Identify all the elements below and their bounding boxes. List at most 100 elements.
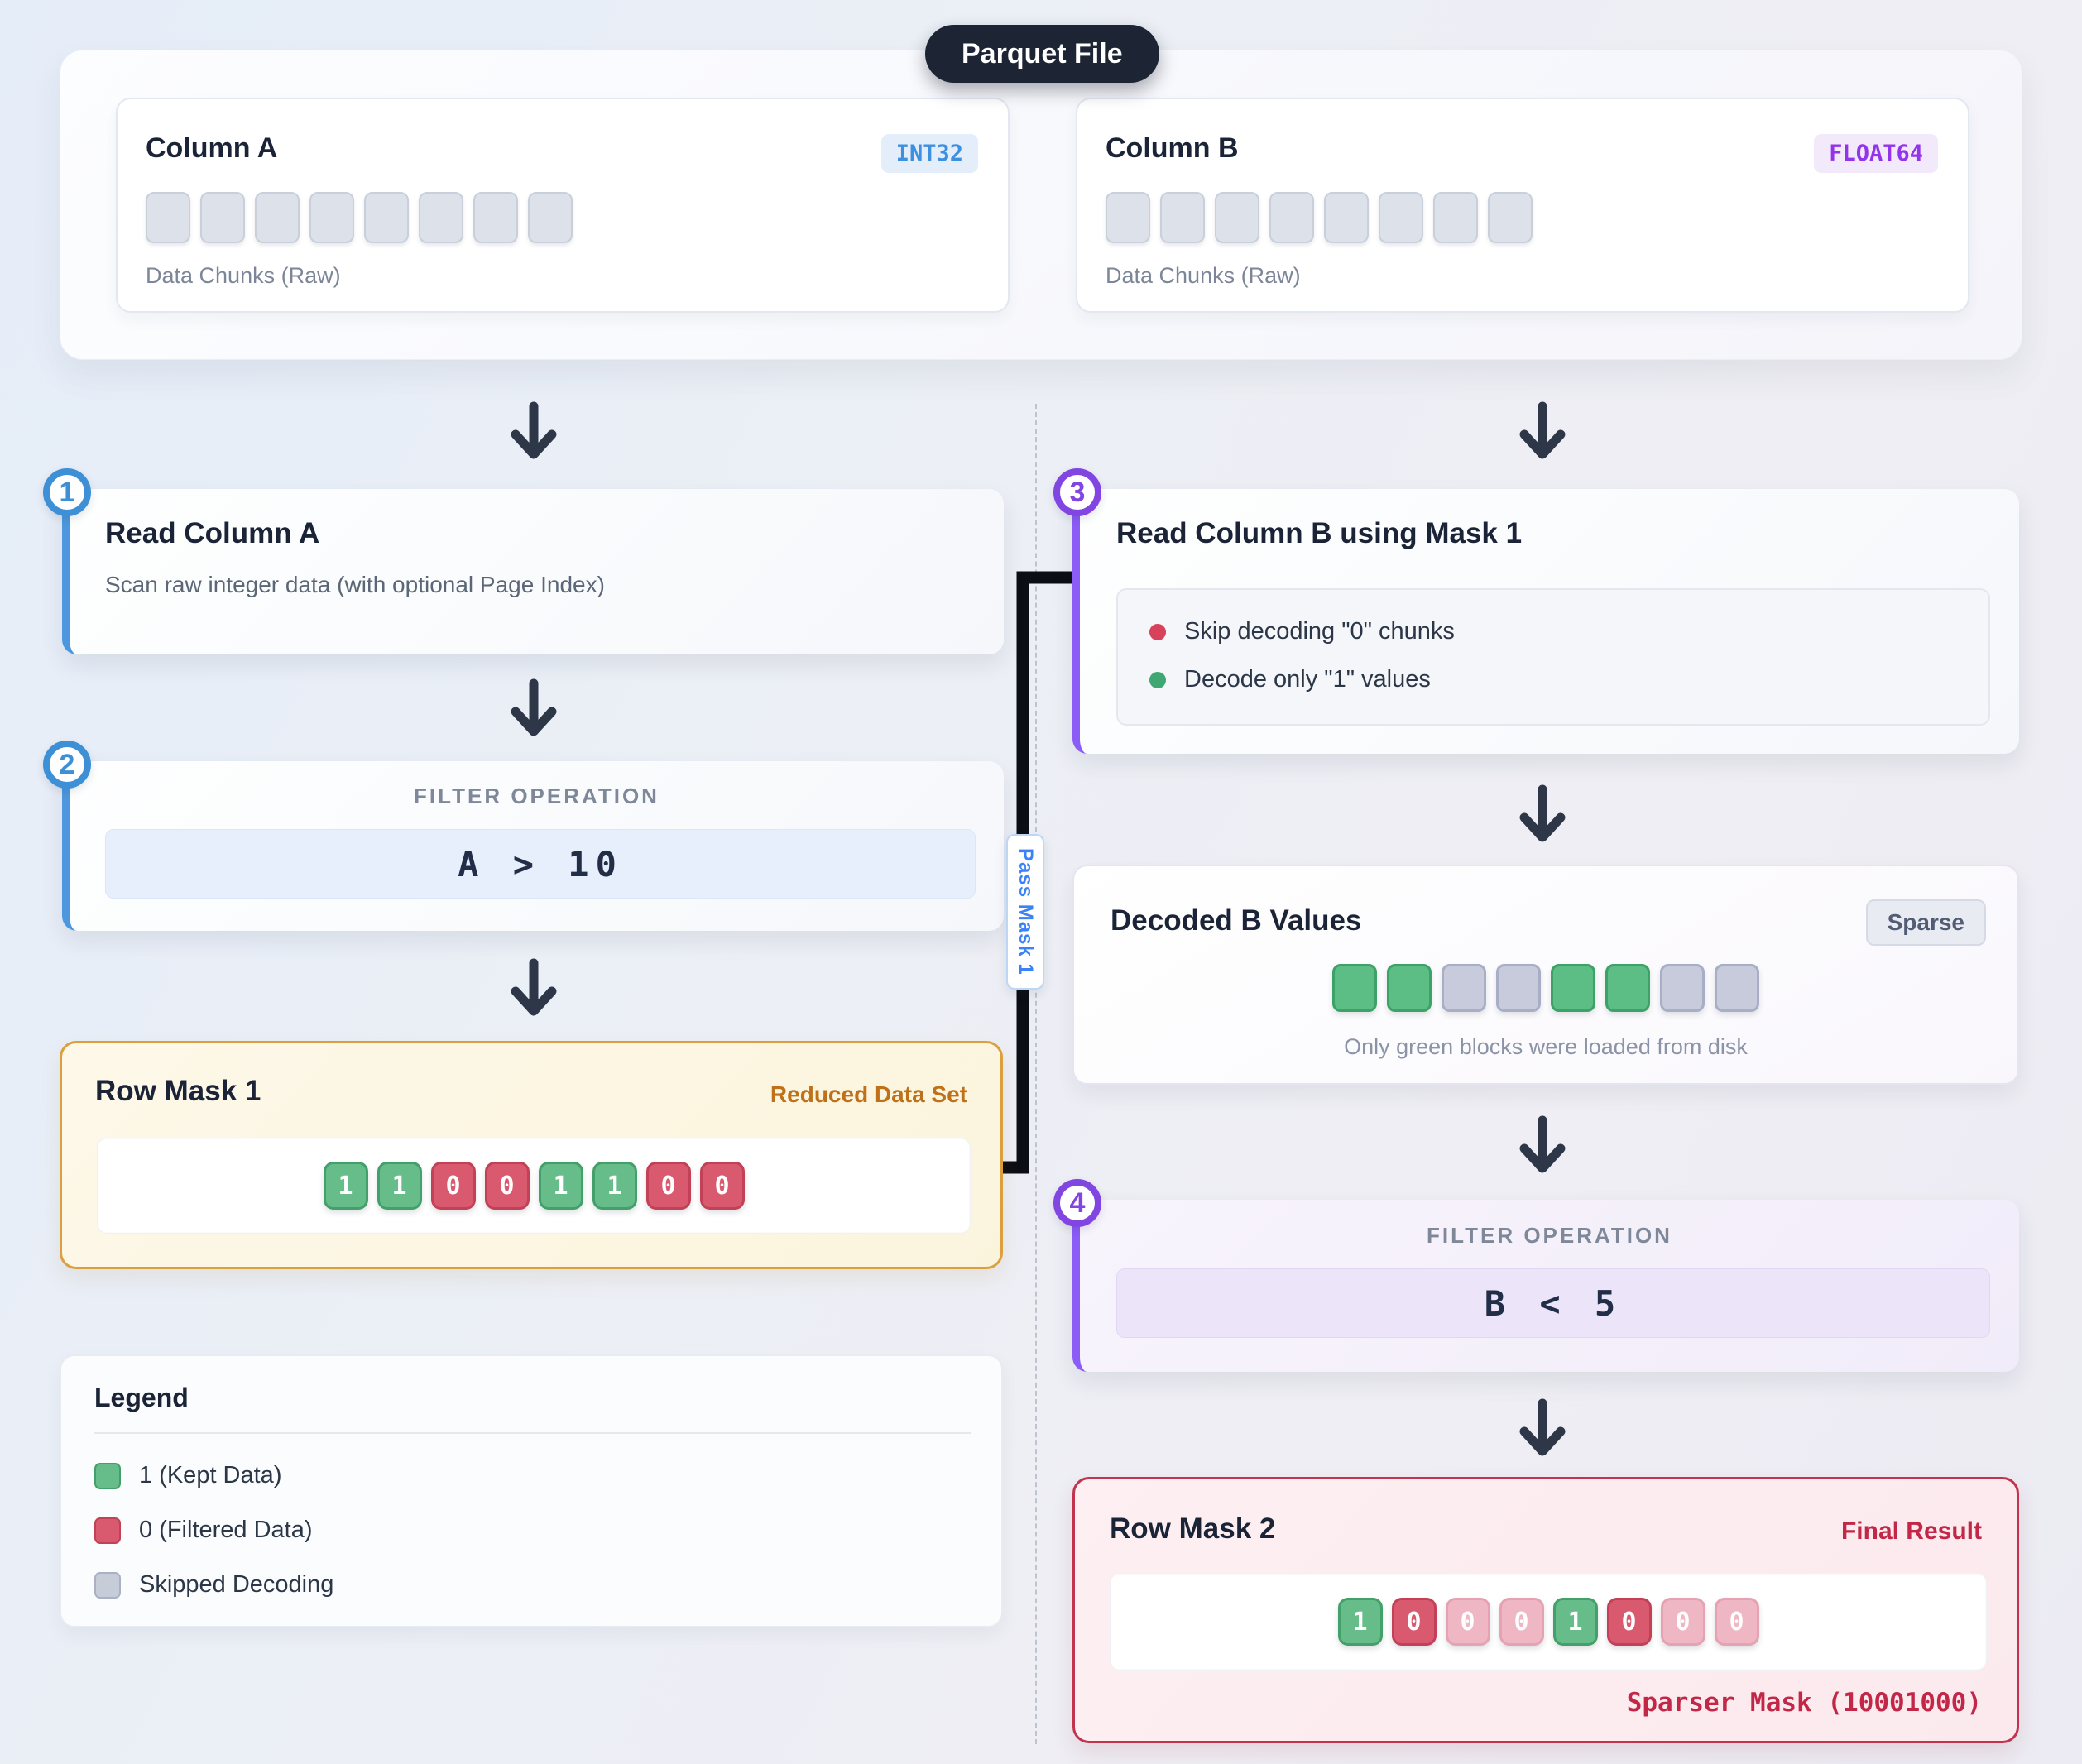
column-b-chunk-row <box>1106 192 1533 243</box>
column-b-title: Column B <box>1106 132 1239 164</box>
pass-mask-label-text: Pass Mask 1 <box>1015 848 1037 975</box>
row-mask1-bit-box: 1 1 0 0 1 1 0 0 <box>97 1138 971 1234</box>
row-mask2-tag: Final Result <box>1840 1517 1982 1545</box>
decoded-block-skipped <box>1442 964 1486 1012</box>
column-b-caption: Data Chunks (Raw) <box>1106 263 1301 288</box>
arrow-down-icon <box>511 958 557 1016</box>
mask-bit: 1 <box>377 1162 422 1210</box>
step2-filter-header: FILTER OPERATION <box>414 784 660 808</box>
step4-card: FILTER OPERATION B < 5 <box>1072 1200 2019 1372</box>
step3-bullet-skip: Skip decoding "0" chunks <box>1149 618 1455 645</box>
legend-item-label: Skipped Decoding <box>139 1571 334 1598</box>
arrow-down-icon <box>511 678 557 736</box>
mask-bit: 1 <box>592 1162 637 1210</box>
data-chunk <box>1160 192 1205 243</box>
decoded-b-caption: Only green blocks were loaded from disk <box>1344 1034 1748 1059</box>
step2-number: 2 <box>59 748 75 780</box>
column-a-card: Column A INT32 Data Chunks (Raw) <box>116 98 1010 313</box>
sparse-badge: Sparse <box>1865 899 1986 946</box>
step4-number-badge: 4 <box>1053 1179 1101 1227</box>
decoded-b-card: Decoded B Values Sparse Only green block… <box>1072 865 2019 1085</box>
data-chunk <box>1488 192 1533 243</box>
decoded-block-skipped <box>1715 964 1759 1012</box>
legend-item-filtered: 0 (Filtered Data) <box>94 1517 313 1544</box>
step3-number-badge: 3 <box>1053 468 1101 516</box>
data-chunk <box>364 192 409 243</box>
decoded-block-loaded <box>1605 964 1650 1012</box>
arrow-down-icon <box>511 401 557 459</box>
data-chunk <box>1269 192 1314 243</box>
data-chunk <box>200 192 245 243</box>
legend-item-label: 1 (Kept Data) <box>139 1462 282 1488</box>
row-mask2-title: Row Mask 2 <box>1110 1512 1276 1545</box>
data-chunk <box>473 192 518 243</box>
decoded-block-loaded <box>1551 964 1595 1012</box>
decoded-b-title: Decoded B Values <box>1111 904 1362 937</box>
data-chunk <box>255 192 300 243</box>
step3-bullet-text: Decode only "1" values <box>1184 666 1431 693</box>
data-chunk <box>1106 192 1150 243</box>
step1-title: Read Column A <box>105 517 320 549</box>
decoded-block-skipped <box>1496 964 1541 1012</box>
step3-bullet-text: Skip decoding "0" chunks <box>1184 618 1455 645</box>
mask-bit: 0 <box>1499 1598 1544 1646</box>
arrow-down-icon <box>1519 784 1566 842</box>
mask-bit: 1 <box>1337 1598 1383 1646</box>
data-chunk <box>1433 192 1478 243</box>
mask-bit: 0 <box>1660 1598 1705 1646</box>
step3-title: Read Column B using Mask 1 <box>1116 517 1523 549</box>
data-chunk <box>146 192 190 243</box>
step1-number-badge: 1 <box>43 468 91 516</box>
decoded-block-loaded <box>1387 964 1432 1012</box>
mask-bit: 0 <box>1391 1598 1437 1646</box>
legend-card: Legend 1 (Kept Data) 0 (Filtered Data) S… <box>60 1354 1003 1627</box>
skipped-decoding-swatch-icon <box>94 1571 121 1599</box>
arrow-down-icon <box>1519 401 1566 459</box>
parquet-file-badge-label: Parquet File <box>962 37 1123 70</box>
mask-bit: 1 <box>538 1162 583 1210</box>
step4-filter-expression: B < 5 <box>1116 1268 1990 1338</box>
step3-card: Read Column B using Mask 1 Skip decoding… <box>1072 489 2019 754</box>
step1-card: Read Column A Scan raw integer data (wit… <box>62 489 1004 654</box>
mask-bit: 1 <box>323 1162 368 1210</box>
data-chunk <box>309 192 354 243</box>
column-a-title: Column A <box>146 132 278 164</box>
column-a-type-badge: INT32 <box>880 134 978 173</box>
arrow-down-icon <box>1519 1398 1566 1456</box>
step4-filter-header: FILTER OPERATION <box>1427 1223 1672 1248</box>
step4-number: 4 <box>1069 1186 1086 1219</box>
row-mask1-tag: Reduced Data Set <box>770 1081 967 1107</box>
step3-bullet-decode: Decode only "1" values <box>1149 666 1431 693</box>
row-mask2-footer: Sparser Mask (10001000) <box>1626 1688 1982 1718</box>
mask-bit: 0 <box>1714 1598 1759 1646</box>
data-chunk <box>1215 192 1259 243</box>
mask-bit: 0 <box>430 1162 476 1210</box>
column-a-chunk-row <box>146 192 573 243</box>
decoded-block-skipped <box>1660 964 1705 1012</box>
row-mask2-bit-box: 1 0 0 0 1 0 0 0 <box>1110 1573 1987 1671</box>
data-chunk <box>528 192 573 243</box>
column-a-caption: Data Chunks (Raw) <box>146 263 341 288</box>
step2-card: FILTER OPERATION A > 10 <box>62 761 1004 931</box>
filtered-data-swatch-icon <box>94 1517 121 1544</box>
step3-number: 3 <box>1069 476 1086 508</box>
row-mask1-title: Row Mask 1 <box>95 1075 261 1107</box>
legend-title: Legend <box>94 1383 189 1412</box>
legend-divider <box>94 1432 971 1434</box>
column-b-type-badge: FLOAT64 <box>1814 134 1938 173</box>
green-dot-icon <box>1149 671 1166 688</box>
data-chunk <box>1379 192 1423 243</box>
row-mask1-card: Row Mask 1 Reduced Data Set 1 1 0 0 1 1 … <box>60 1041 1003 1269</box>
arrow-down-icon <box>1519 1115 1566 1173</box>
mask-bit: 0 <box>484 1162 530 1210</box>
row-mask2-card: Row Mask 2 Final Result 1 0 0 0 1 0 0 0 … <box>1072 1477 2019 1743</box>
step3-bullet-box <box>1116 588 1990 726</box>
mask-bit: 1 <box>1552 1598 1598 1646</box>
data-chunk <box>1324 192 1369 243</box>
step2-number-badge: 2 <box>43 741 91 789</box>
mask-bit: 0 <box>645 1162 691 1210</box>
column-divider-line <box>1035 404 1037 1744</box>
mask-bit: 0 <box>1606 1598 1652 1646</box>
column-b-card: Column B FLOAT64 Data Chunks (Raw) <box>1076 98 1969 313</box>
